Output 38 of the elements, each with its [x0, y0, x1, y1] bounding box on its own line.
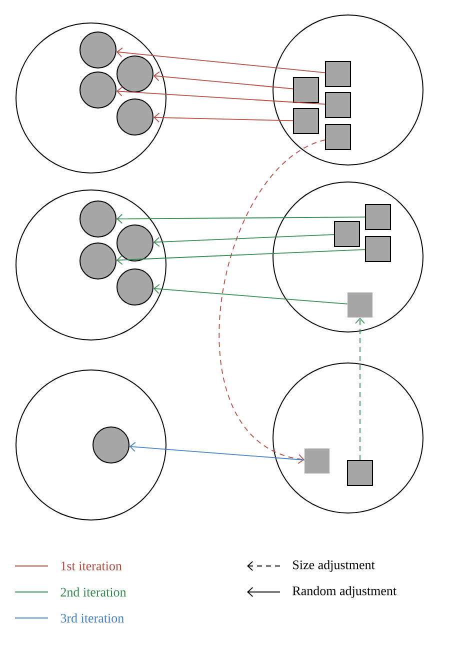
- small-circle: [116, 224, 154, 262]
- large-circle: [272, 362, 424, 514]
- arrow: [116, 47, 326, 74]
- arrow: [129, 442, 305, 460]
- square: [365, 204, 391, 230]
- legend-text: 1st iteration: [61, 562, 122, 570]
- square: [334, 221, 360, 247]
- legend-text: 2nd iteration: [60, 587, 126, 597]
- legend-text: Size adjustment: [293, 560, 375, 572]
- arrow: [153, 234, 334, 247]
- legend-text: 3rd iteration: [60, 613, 124, 623]
- square: [325, 61, 351, 87]
- arrow: [355, 318, 365, 460]
- square: [325, 124, 351, 150]
- small-circle: [116, 56, 154, 92]
- small-circle: [116, 268, 154, 306]
- large-circle: [16, 370, 166, 520]
- arrow: [116, 86, 326, 105]
- square: [347, 460, 373, 486]
- arrow: [116, 249, 366, 265]
- square: [304, 448, 330, 474]
- small-circle: [116, 98, 154, 136]
- square: [365, 236, 391, 262]
- square: [293, 108, 319, 134]
- arrow: [218, 140, 326, 464]
- arrow: [153, 284, 348, 304]
- square: [325, 92, 351, 118]
- square: [293, 77, 319, 103]
- square: [348, 292, 372, 318]
- small-circle: [92, 426, 130, 464]
- arrow: [154, 112, 294, 122]
- arrow: [116, 214, 366, 224]
- small-circle: [80, 242, 116, 280]
- small-circle: [80, 200, 116, 238]
- small-circle: [80, 72, 116, 108]
- legend-text: Random adjustment: [292, 586, 396, 598]
- small-circle: [80, 32, 116, 68]
- arrow: [153, 71, 294, 90]
